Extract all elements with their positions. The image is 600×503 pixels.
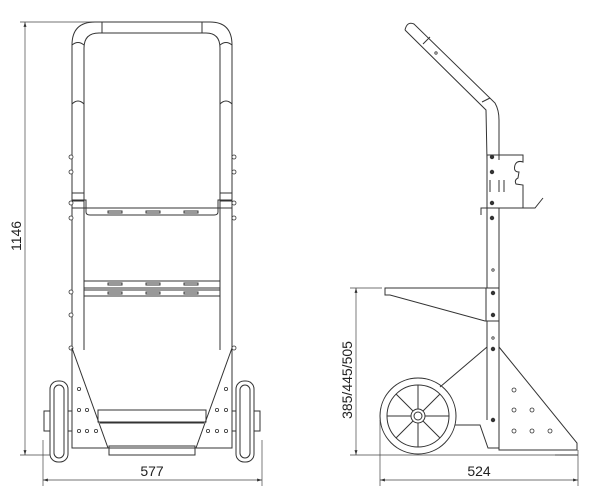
side-base	[439, 345, 578, 456]
side-upper-bracket	[480, 154, 544, 288]
front-width-label: 577	[140, 463, 164, 479]
front-height-dimension: 1146	[8, 21, 95, 456]
side-tray	[384, 287, 500, 347]
side-width-label: 524	[467, 463, 491, 479]
side-width-dimension: 524	[379, 420, 579, 486]
side-view: 385/445/505 524	[339, 22, 579, 486]
front-view: 1146	[8, 21, 263, 486]
side-height-label: 385/445/505	[339, 341, 355, 419]
front-width-dimension: 577	[42, 440, 263, 486]
front-frame	[68, 21, 237, 456]
front-height-label: 1146	[8, 221, 24, 251]
front-left-wheel	[43, 380, 73, 463]
side-wheel	[379, 377, 457, 455]
side-height-dimension: 385/445/505	[339, 287, 560, 456]
side-handle	[404, 22, 500, 161]
front-right-wheel	[231, 380, 261, 463]
